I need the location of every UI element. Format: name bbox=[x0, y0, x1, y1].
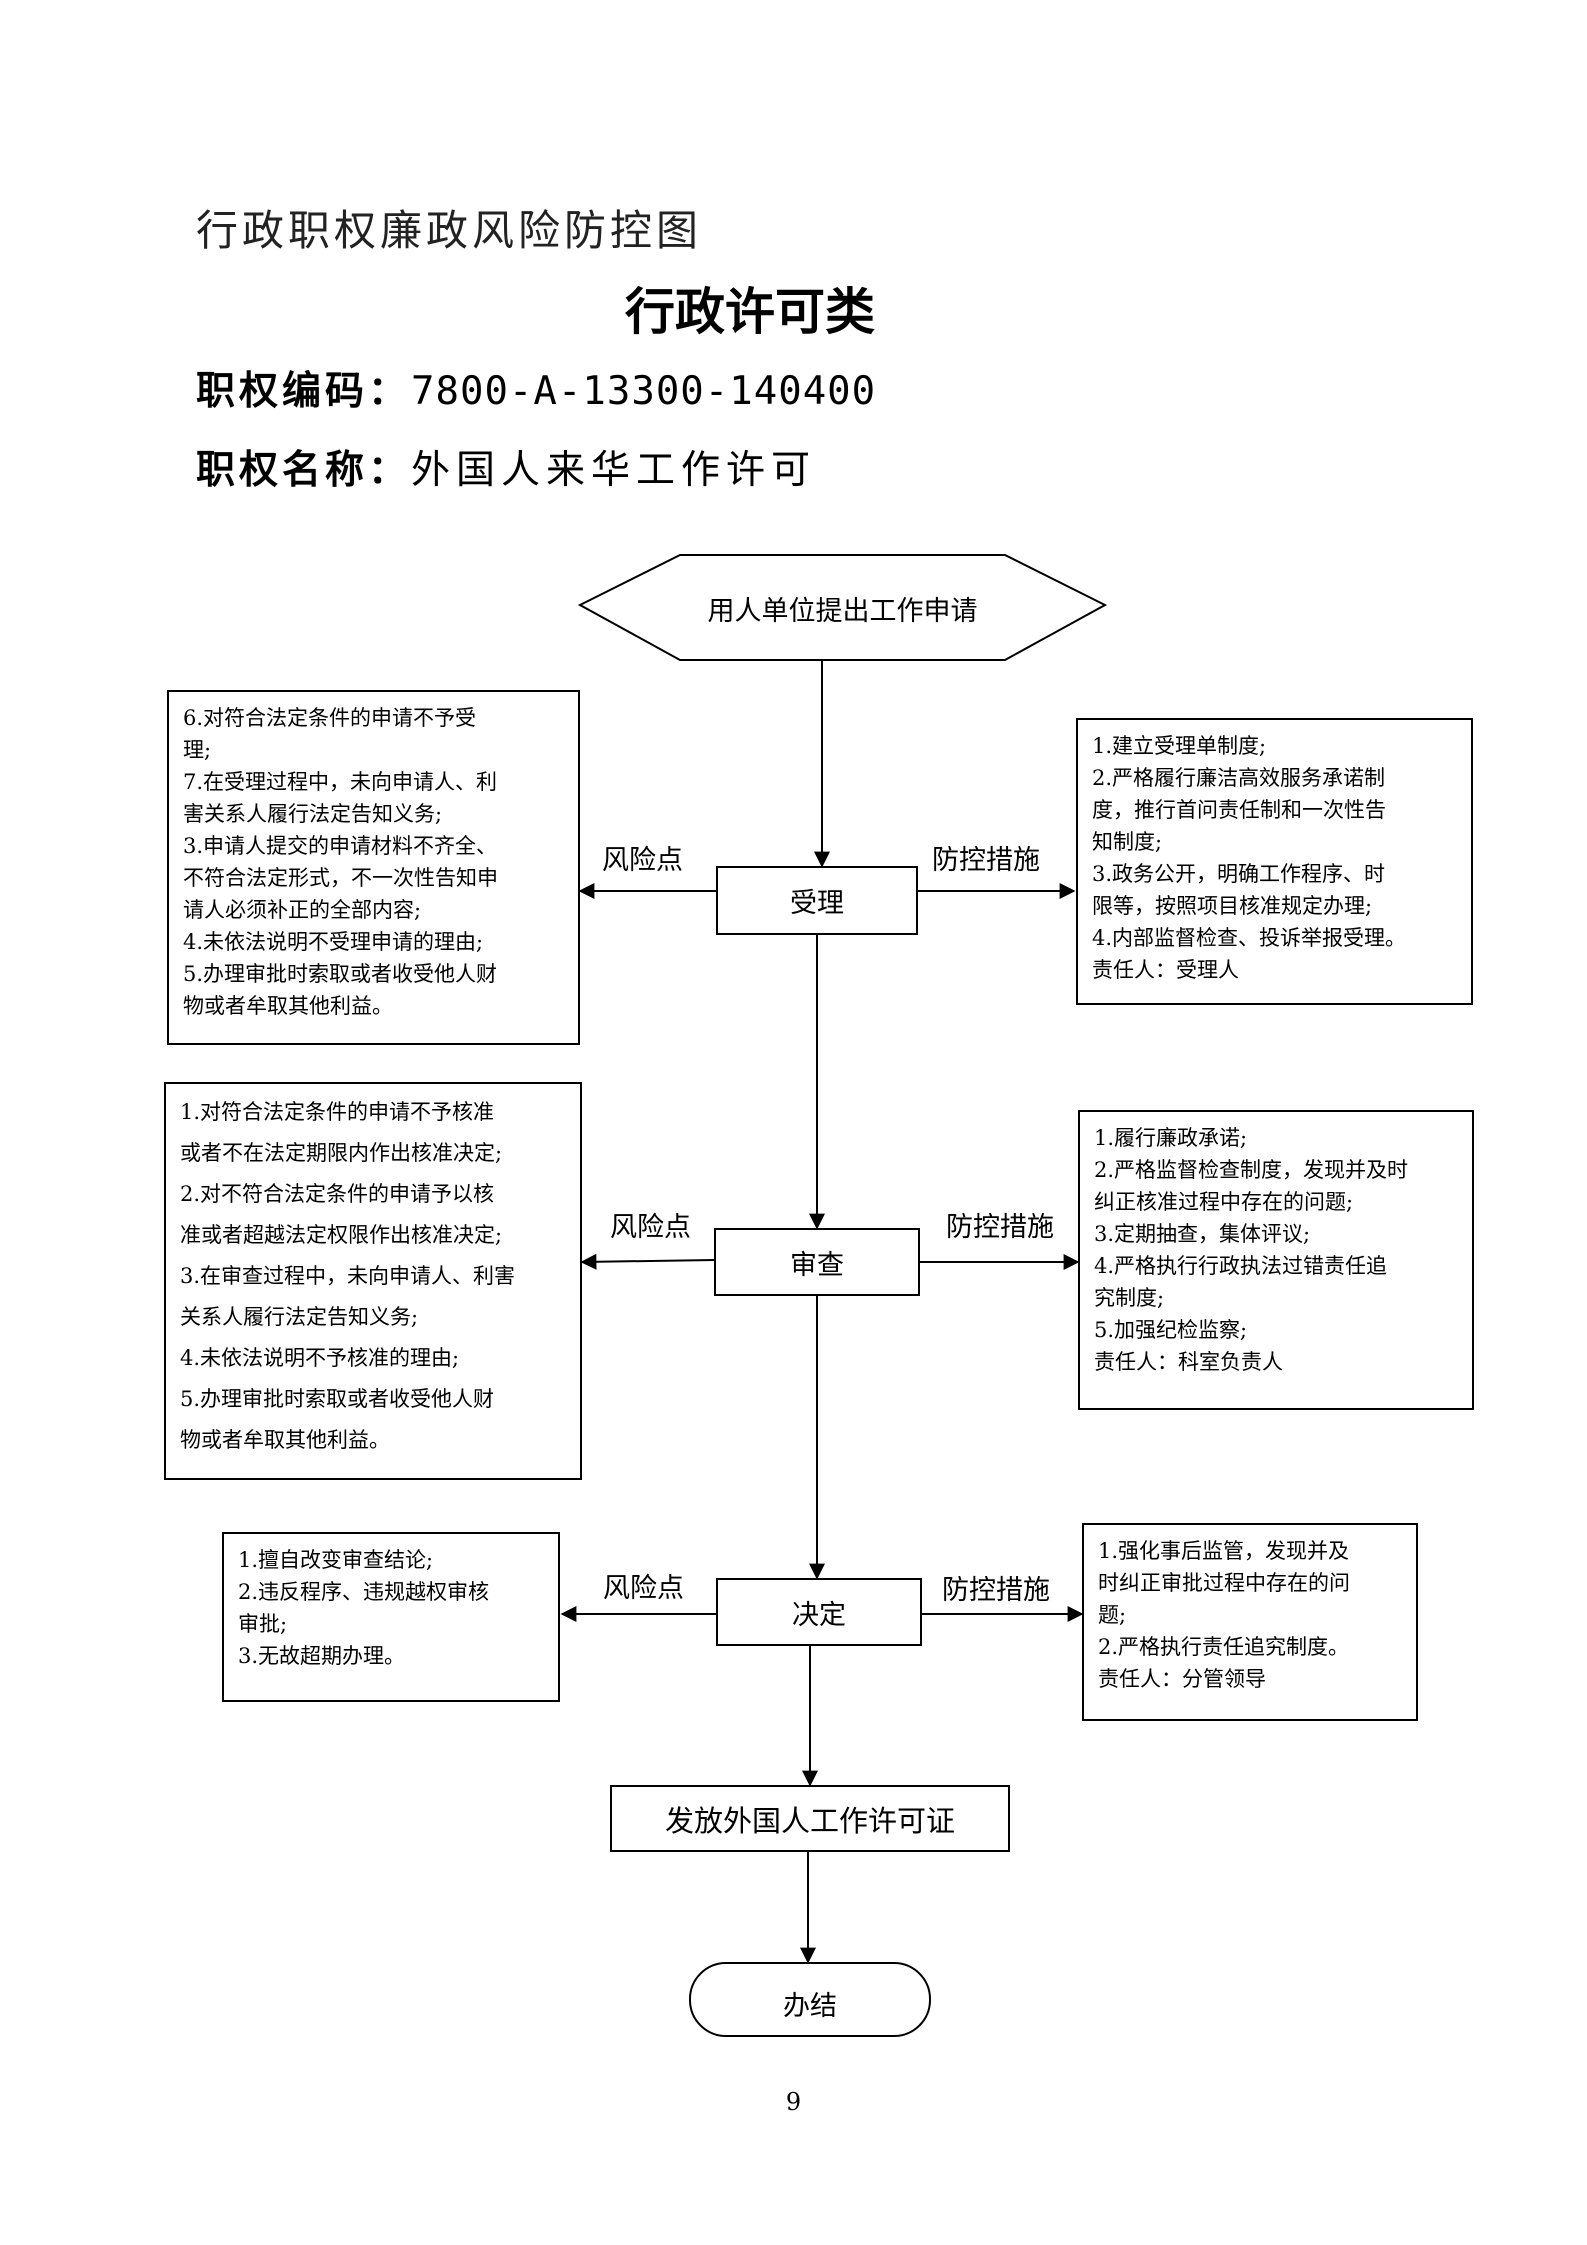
end-node-label: 办结 bbox=[783, 1991, 837, 2022]
power-name-value: 外国人来华工作许可 bbox=[411, 448, 817, 493]
risk-item: 物或者牟取其他利益。 bbox=[180, 1428, 390, 1452]
risk-box-decide: 1.擅自改变审查结论; 2.违反程序、违规越权审核 审批; 3.无故超期办理。 bbox=[222, 1532, 560, 1702]
risk-label-decide: 风险点 bbox=[603, 1573, 684, 1604]
risk-item: 2.违反程序、违规越权审核 bbox=[238, 1580, 490, 1604]
risk-item: 关系人履行法定告知义务; bbox=[180, 1305, 419, 1329]
risk-item: 5.办理审批时索取或者收受他人财 bbox=[180, 1387, 495, 1411]
control-item: 1.强化事后监管，发现并及 bbox=[1098, 1539, 1350, 1563]
step-accept: 受理 bbox=[716, 866, 918, 935]
risk-arrow-review bbox=[580, 1253, 715, 1270]
control-item: 2.严格监督检查制度，发现并及时 bbox=[1094, 1158, 1409, 1182]
step-review-label: 审查 bbox=[790, 1249, 844, 1281]
control-item: 限等，按照项目核准规定办理; bbox=[1092, 894, 1373, 918]
risk-item: 5.办理审批时索取或者收受他人财 bbox=[183, 962, 498, 986]
control-box-accept: 1.建立受理单制度; 2.严格履行廉洁高效服务承诺制 度，推行首问责任制和一次性… bbox=[1076, 718, 1473, 1005]
control-item: 究制度; bbox=[1094, 1286, 1165, 1310]
control-box-review: 1.履行廉政承诺; 2.严格监督检查制度，发现并及时 纠正核准过程中存在的问题;… bbox=[1078, 1110, 1474, 1410]
page-number: 9 bbox=[785, 2088, 802, 2116]
control-item: 2.严格履行廉洁高效服务承诺制 bbox=[1092, 766, 1386, 790]
control-item: 度，推行首问责任制和一次性告 bbox=[1092, 798, 1386, 822]
control-item: 2.严格执行责任追究制度。 bbox=[1098, 1635, 1350, 1659]
control-item: 责任人：受理人 bbox=[1092, 958, 1239, 982]
power-code-label: 职权编码： bbox=[196, 369, 412, 414]
risk-item: 害关系人履行法定告知义务; bbox=[183, 802, 443, 826]
power-code-value: 7800-A-13300-140400 bbox=[411, 369, 877, 414]
power-code-line: 职权编码：7800-A-13300-140400 bbox=[196, 360, 876, 416]
risk-item: 7.在受理过程中，未向申请人、利 bbox=[183, 770, 498, 794]
control-item: 4.内部监督检查、投诉举报受理。 bbox=[1092, 926, 1407, 950]
risk-item: 3.申请人提交的申请材料不齐全、 bbox=[183, 834, 498, 858]
risk-item: 6.对符合法定条件的申请不予受 bbox=[183, 706, 477, 730]
step-decide-label: 决定 bbox=[792, 1599, 846, 1631]
risk-item: 或者不在法定期限内作出核准决定; bbox=[180, 1141, 503, 1165]
control-item: 时纠正审批过程中存在的问 bbox=[1098, 1571, 1350, 1595]
risk-item: 审批; bbox=[238, 1612, 288, 1636]
control-label-accept: 防控措施 bbox=[932, 845, 1040, 876]
power-name-line: 职权名称：外国人来华工作许可 bbox=[196, 439, 816, 495]
control-item: 1.建立受理单制度; bbox=[1092, 734, 1267, 758]
step-decide: 决定 bbox=[716, 1578, 922, 1646]
risk-item: 1.擅自改变审查结论; bbox=[238, 1548, 434, 1572]
risk-label-accept: 风险点 bbox=[602, 845, 683, 876]
control-item: 4.严格执行行政执法过错责任追 bbox=[1094, 1254, 1388, 1278]
control-item: 知制度; bbox=[1092, 830, 1163, 854]
control-box-decide: 1.强化事后监管，发现并及 时纠正审批过程中存在的问 题; 2.严格执行责任追究… bbox=[1082, 1523, 1418, 1721]
risk-label-review: 风险点 bbox=[610, 1212, 691, 1243]
step-review: 审查 bbox=[714, 1228, 920, 1296]
risk-item: 理; bbox=[183, 738, 212, 762]
control-label-decide: 防控措施 bbox=[942, 1575, 1050, 1606]
risk-item: 不符合法定形式，不一次性告知申 bbox=[183, 866, 498, 890]
risk-item: 2.对不符合法定条件的申请予以核 bbox=[180, 1182, 495, 1206]
control-item: 3.定期抽查，集体评议; bbox=[1094, 1222, 1311, 1246]
risk-item: 3.无故超期办理。 bbox=[238, 1644, 406, 1668]
power-name-label: 职权名称： bbox=[196, 448, 412, 493]
risk-box-accept: 6.对符合法定条件的申请不予受 理; 7.在受理过程中，未向申请人、利 害关系人… bbox=[167, 690, 580, 1045]
risk-item: 4.未依法说明不予核准的理由; bbox=[180, 1346, 460, 1370]
risk-item: 物或者牟取其他利益。 bbox=[183, 994, 393, 1018]
control-item: 责任人：科室负责人 bbox=[1094, 1350, 1283, 1374]
step-accept-label: 受理 bbox=[790, 888, 844, 919]
risk-item: 3.在审查过程中，未向申请人、利害 bbox=[180, 1264, 516, 1288]
risk-item: 4.未依法说明不受理申请的理由; bbox=[183, 930, 484, 954]
risk-box-review: 1.对符合法定条件的申请不予核准 或者不在法定期限内作出核准决定; 2.对不符合… bbox=[164, 1082, 582, 1480]
control-label-review: 防控措施 bbox=[946, 1212, 1054, 1243]
risk-item: 准或者超越法定权限作出核准决定; bbox=[180, 1223, 503, 1247]
risk-item: 请人必须补正的全部内容; bbox=[183, 898, 422, 922]
start-node-label: 用人单位提出工作申请 bbox=[707, 596, 978, 627]
risk-item: 1.对符合法定条件的申请不予核准 bbox=[180, 1100, 495, 1124]
control-item: 题; bbox=[1098, 1603, 1127, 1627]
control-item: 责任人：分管领导 bbox=[1098, 1667, 1266, 1691]
control-item: 1.履行廉政承诺; bbox=[1094, 1126, 1248, 1150]
control-item: 3.政务公开，明确工作程序、时 bbox=[1092, 862, 1386, 886]
document-title: 行政职权廉政风险防控图 bbox=[196, 206, 703, 255]
issue-permit-label: 发放外国人工作许可证 bbox=[664, 1803, 955, 1838]
category-title: 行政许可类 bbox=[625, 282, 875, 341]
control-item: 纠正核准过程中存在的问题; bbox=[1094, 1190, 1354, 1214]
issue-permit-node: 发放外国人工作许可证 bbox=[610, 1785, 1010, 1852]
start-hexagon bbox=[577, 554, 1108, 661]
control-item: 5.加强纪检监察; bbox=[1094, 1318, 1248, 1342]
